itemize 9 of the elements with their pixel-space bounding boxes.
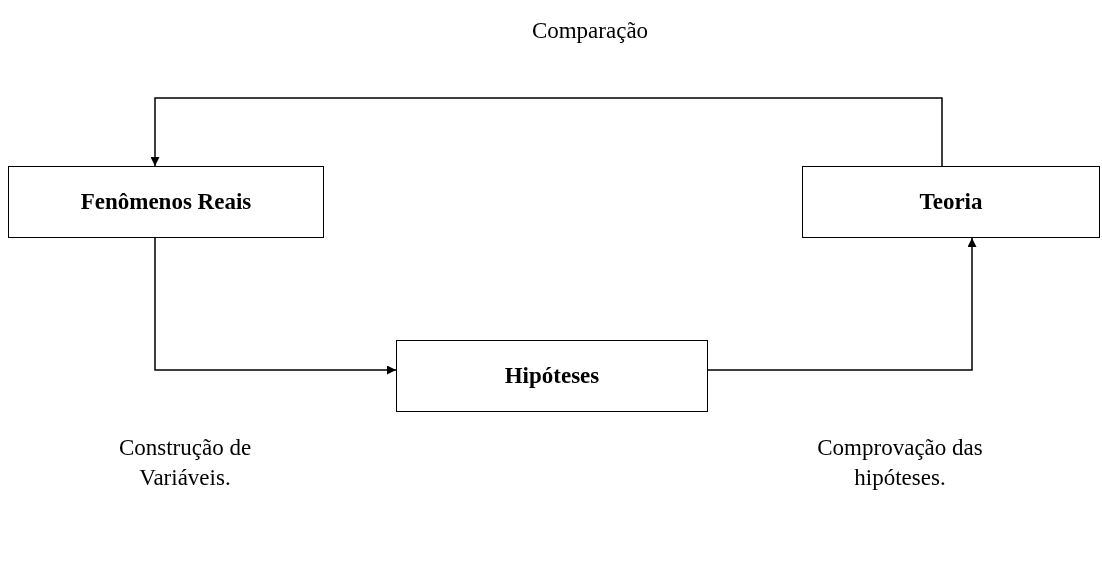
process-box bbox=[802, 166, 1100, 238]
arrow bbox=[150, 97, 943, 167]
process-box bbox=[8, 166, 324, 238]
box-title: Fenômenos Reais bbox=[80, 189, 252, 215]
box-title: Teoria bbox=[919, 189, 983, 215]
box-title: Hipóteses bbox=[504, 363, 600, 389]
arrow bbox=[154, 237, 397, 375]
process-box bbox=[396, 340, 708, 412]
arrow bbox=[707, 237, 977, 371]
